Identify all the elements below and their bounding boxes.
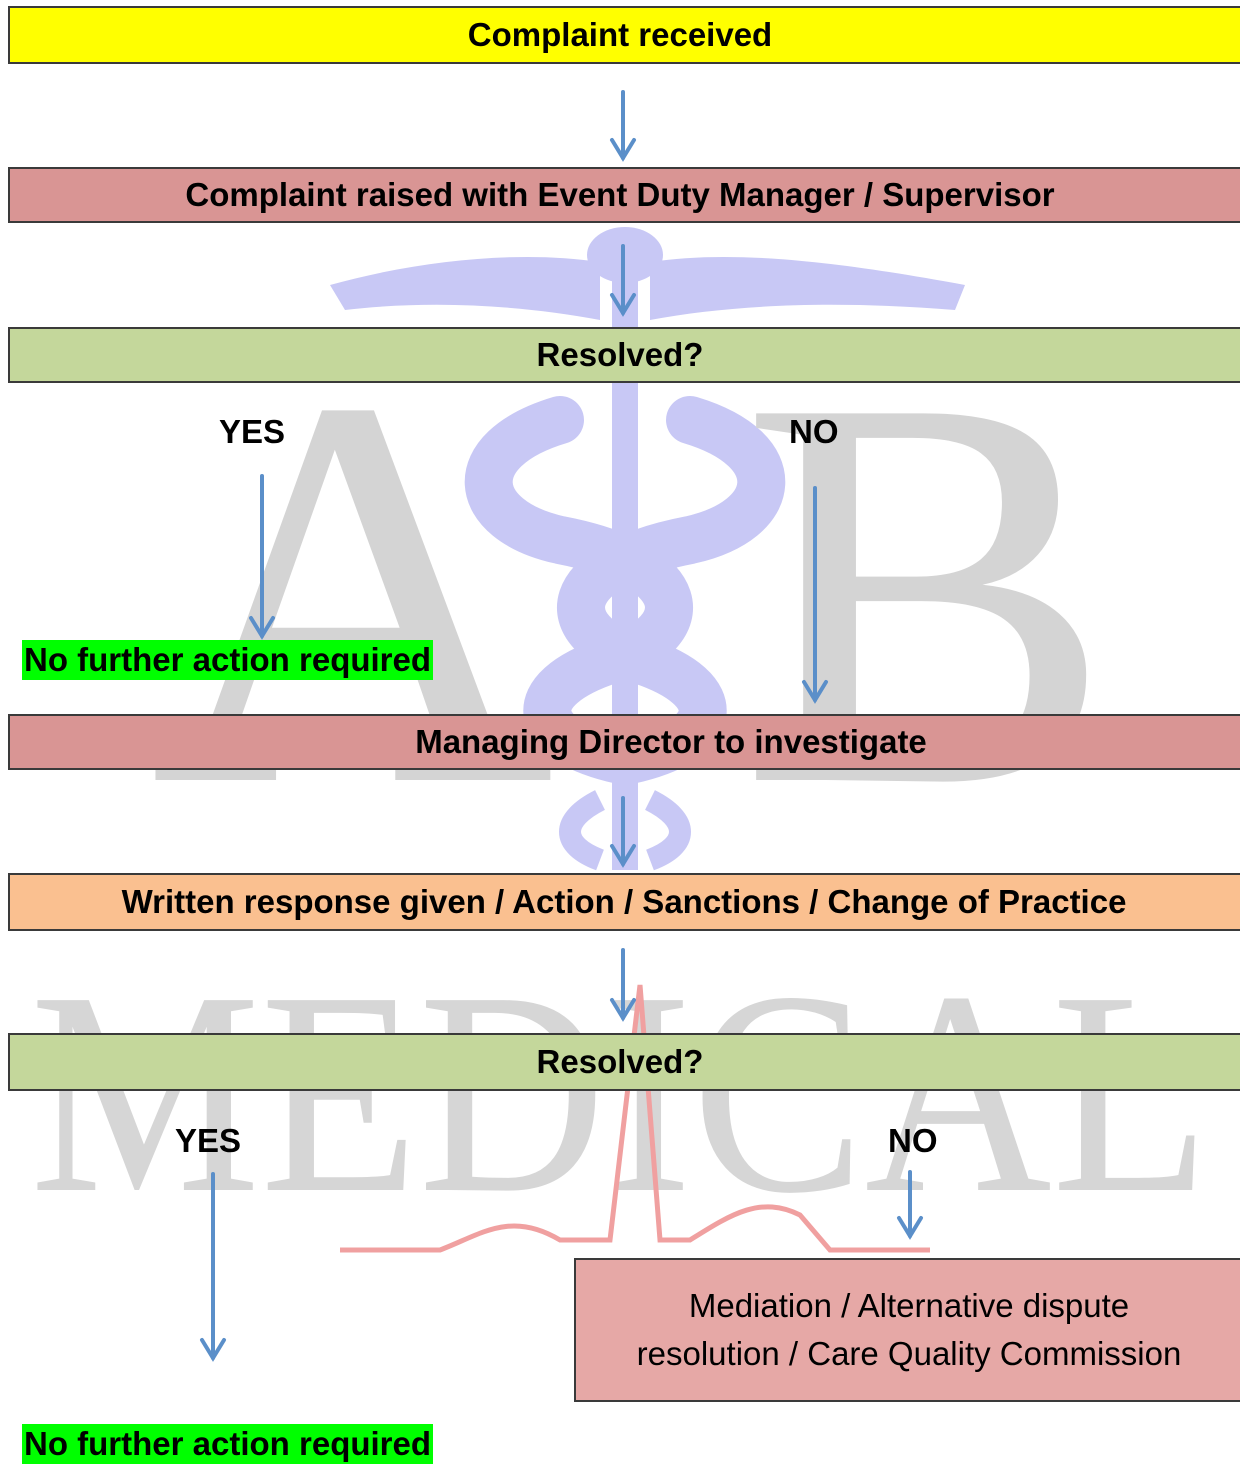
arrow-down-icon [897,1170,923,1240]
caduceus-right-wing-icon [650,256,965,320]
step-complaint-raised-label: Complaint raised with Event Duty Manager… [185,176,1055,213]
caduceus-serpents-icon [464,396,786,784]
arrow-down-icon [610,948,636,1022]
watermark-word: MEDICAL [30,932,1210,1253]
branch-yes-1: YES [219,413,286,450]
arrow-down-icon [610,796,636,868]
step-escalation-line1: Mediation / Alternative dispute [688,1287,1130,1324]
step-written-response-label: Written response given / Action / Sancti… [121,883,1127,920]
step-escalation: Mediation / Alternative dispute resoluti… [574,1258,1240,1402]
arrow-down-icon [200,1172,226,1362]
watermark-letter-a: A [150,282,554,902]
step-escalation-line2: resolution / Care Quality Commission [636,1335,1182,1372]
arrow-down-icon [802,486,828,704]
no-further-action-2: No further action required [22,1424,434,1464]
step-complaint-received: Complaint received [8,6,1240,64]
step-complaint-received-label: Complaint received [467,16,773,53]
step-written-response: Written response given / Action / Sancti… [8,873,1240,931]
decision-resolved-1-label: Resolved? [536,336,704,373]
step-managing-director-label: Managing Director to investigate [415,723,927,760]
caduceus-left-wing-icon [330,256,600,320]
arrow-down-icon [610,244,636,317]
decision-resolved-2-label: Resolved? [536,1043,704,1080]
decision-resolved-1: Resolved? [8,327,1240,383]
step-managing-director: Managing Director to investigate [8,714,1240,770]
branch-no-1: NO [789,413,839,450]
ecg-line-icon [340,984,930,1253]
step-complaint-raised: Complaint raised with Event Duty Manager… [8,167,1240,223]
arrow-down-icon [610,90,636,162]
branch-no-2: NO [888,1122,938,1159]
watermark-letter-b: B [740,282,1114,902]
decision-resolved-2: Resolved? [8,1033,1240,1091]
arrow-down-icon [249,474,275,640]
branch-yes-2: YES [175,1122,242,1159]
no-further-action-1: No further action required [22,640,434,680]
